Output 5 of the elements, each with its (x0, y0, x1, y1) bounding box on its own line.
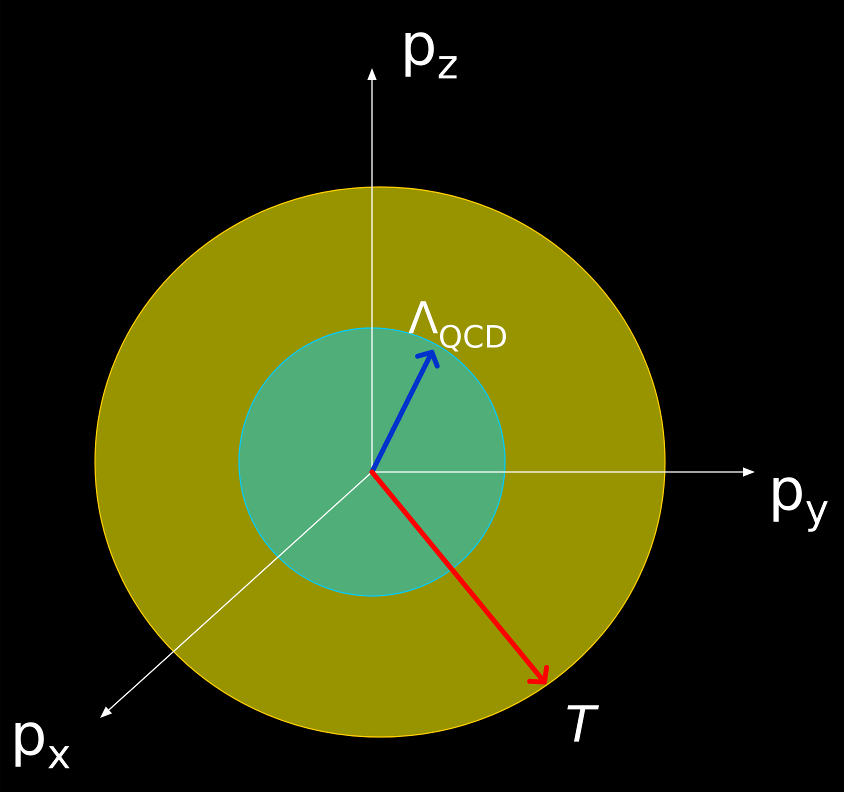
axis-label: p$_{x}$ (15, 722, 70, 768)
axis-label: T (567, 705, 599, 742)
axis-label: p$_{y}$ (773, 477, 828, 532)
axis-label: Λ$_{QCD}$ (408, 301, 506, 352)
axis-label: p$_{z}$ (405, 32, 457, 78)
